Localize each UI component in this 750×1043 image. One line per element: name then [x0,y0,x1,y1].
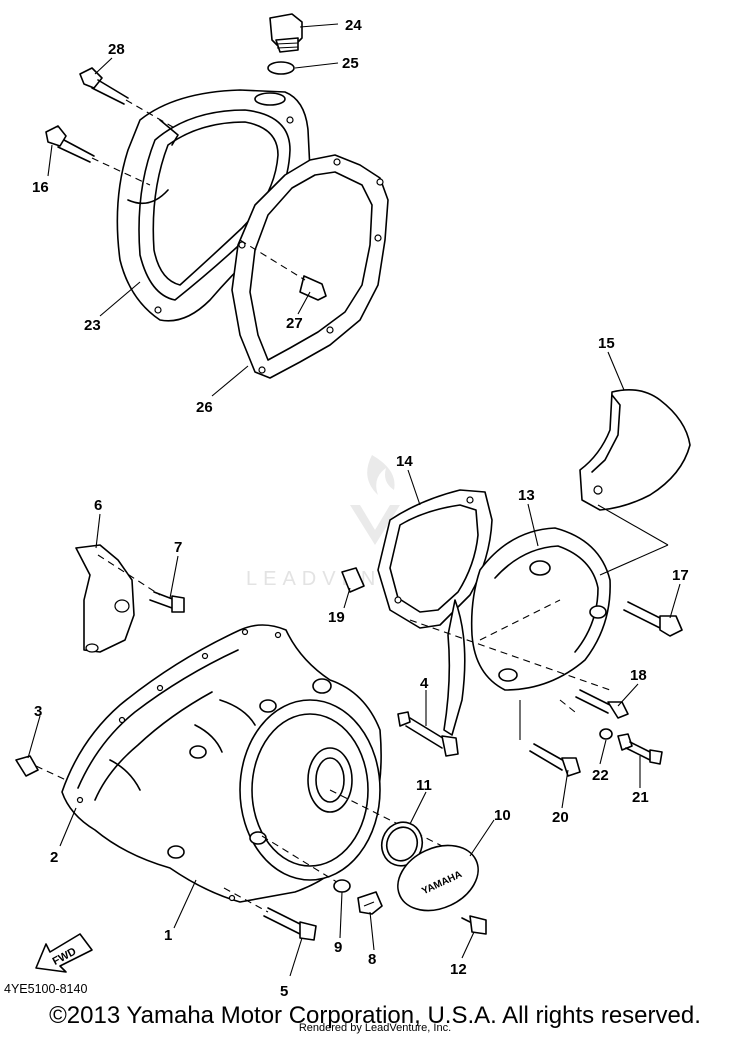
callout-7: 7 [174,539,182,556]
callout-8: 8 [368,951,376,968]
part-12-screw [461,915,487,935]
copyright-notice: ©2013 Yamaha Motor Corporation, U.S.A. A… [49,1002,701,1029]
part-8-plug [357,891,383,915]
callout-20: 20 [552,809,569,826]
callout-12: 12 [450,961,467,978]
callout-28: 28 [108,41,125,58]
part-16-bolt [45,125,95,163]
part-26-gasket [231,154,389,379]
assembly-line-9 [261,835,341,885]
callout-15: 15 [598,335,615,352]
assembly-line-3 [35,765,67,781]
part-3-dowel-pin [15,755,39,777]
callout-16: 16 [32,179,49,196]
callout-26: 26 [196,399,213,416]
callout-2: 2 [50,849,58,866]
callout-numbers: 24 25 28 16 23 27 26 15 14 13 6 7 19 17 … [32,17,689,1000]
part-7-bolt [149,591,185,613]
callout-6: 6 [94,497,102,514]
assembly-line-27 [239,239,306,281]
callout-11: 11 [416,777,432,794]
rendered-by-notice: Rendered by LeadVenture, Inc. [298,1022,452,1034]
callout-24: 24 [345,17,362,34]
part-4-bolt [397,711,459,757]
leader-lines [27,23,681,977]
callout-22: 22 [592,767,609,784]
diagram-code: 4YE5100-8140 [4,982,88,996]
assembly-line-22 [559,699,576,713]
callout-5: 5 [280,983,288,1000]
ref-line-15a [597,504,669,546]
part-19-dowel-pin [341,567,365,593]
callout-17: 17 [672,567,689,584]
part-6-bracket [75,544,135,653]
ref-line-15b [599,544,669,576]
part-5-bolt [263,907,317,941]
part-24-oil-filler-cap [269,13,303,53]
assembly-line-7 [97,554,161,596]
part-17-bolt [623,601,683,637]
part-28-bolt [79,67,129,105]
assembly-line-11 [329,789,451,851]
callout-27: 27 [286,315,303,332]
part-25-o-ring [267,61,295,75]
part-9-washer [333,879,351,893]
callout-19: 19 [328,609,345,626]
part-10-logo-cover: YAMAHA [397,844,479,912]
callout-13: 13 [518,487,535,504]
assembly-line-13 [479,599,561,641]
part-15-chain-cover [579,389,691,511]
fwd-arrow-icon: FWD [35,933,93,973]
callout-10: 10 [494,807,511,824]
callout-21: 21 [632,789,649,806]
assembly-line-16 [91,157,151,186]
part-18-bolt [575,689,629,719]
callout-14: 14 [396,453,413,470]
callout-1: 1 [164,927,172,944]
assembly-line-5 [223,887,269,913]
part-2-crankcase-cover [61,624,382,903]
callout-23: 23 [84,317,101,334]
part-21-bolt [617,733,663,765]
callout-25: 25 [342,55,359,72]
callout-4: 4 [420,675,429,692]
part-20-bolt [529,743,581,777]
callout-18: 18 [630,667,647,684]
callout-9: 9 [334,939,342,956]
part-27-dowel-pin [299,275,327,301]
part-22-washer [599,728,613,740]
part-14-gasket [377,489,493,629]
callout-3: 3 [34,703,42,720]
assembly-line-28 [125,99,179,131]
